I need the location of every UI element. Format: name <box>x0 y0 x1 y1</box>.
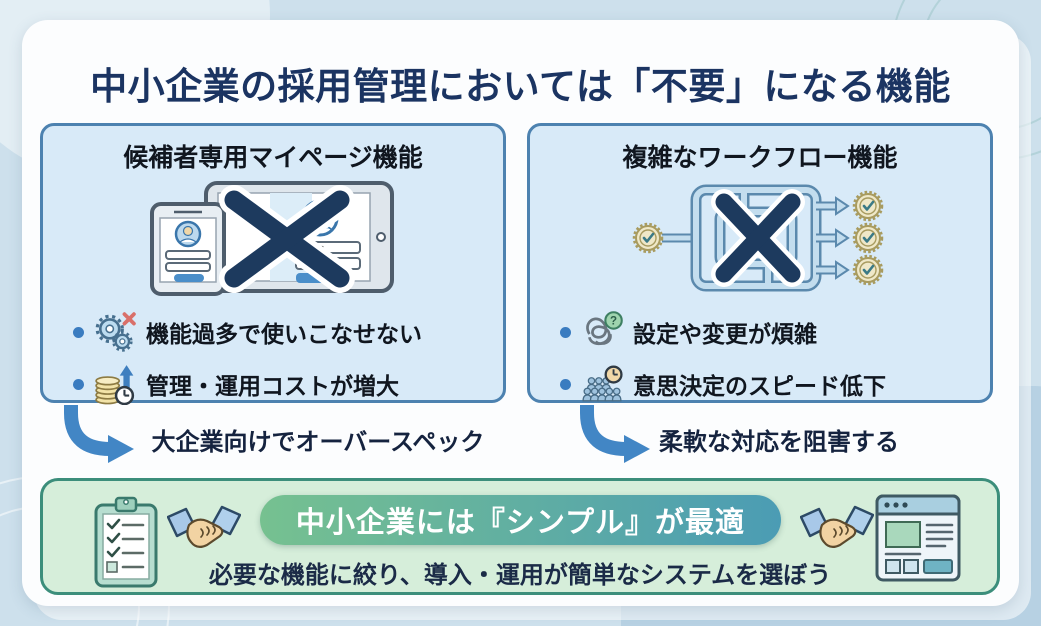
bullet-text: 管理・運用コストが増大 <box>146 373 399 399</box>
bullet-text: 機能過多で使いこなせない <box>146 321 422 347</box>
summary-banner: 中小企業には『シンプル』が最適 <box>40 478 1000 595</box>
gears-x-icon <box>95 312 136 352</box>
bullet-dot <box>73 326 84 338</box>
curved-arrow-icon <box>580 405 650 463</box>
workflow-maze-crossed-out-svg <box>632 184 884 292</box>
conclusion-text: 柔軟な対応を阻害する <box>659 429 899 456</box>
headline-pill: 中小企業には『シンプル』が最適 <box>260 495 781 545</box>
bullet-dot <box>560 326 571 338</box>
bullet-list: 機能過多で使いこなせない <box>73 306 503 410</box>
card-candidate-mypage: 候補者専用マイページ機能 <box>40 123 506 405</box>
tangled-knot-question-icon: ? <box>586 311 623 346</box>
bullet-text: 設定や変更が煩雑 <box>633 321 817 347</box>
curved-arrow-icon <box>64 405 134 463</box>
browser-window-icon <box>875 494 961 582</box>
devices-crossed-out-svg <box>150 181 394 296</box>
workflow-maze-crossed-out-icon <box>530 180 990 298</box>
conclusion-text: 大企業向けでオーバースペック <box>151 429 485 456</box>
bullet-list: ? 設定や変更が煩雑 <box>560 306 990 410</box>
crowd-clock-icon <box>582 365 623 402</box>
bullet-dot <box>560 378 571 390</box>
bullet-item: 管理・運用コストが増大 <box>73 358 503 410</box>
bullet-item: ? 設定や変更が煩雑 <box>560 306 990 358</box>
bullet-text: 意思決定のスピード低下 <box>633 373 886 399</box>
bullet-dot <box>73 378 84 390</box>
card-complex-workflow: 複雑なワークフロー機能 <box>527 123 993 403</box>
svg-text:?: ? <box>610 316 617 328</box>
bullet-item: 意思決定のスピード低下 <box>560 358 990 410</box>
coins-clock-icon <box>95 365 135 405</box>
bullet-item: 機能過多で使いこなせない <box>73 306 503 358</box>
card-header: 複雑なワークフロー機能 <box>622 144 898 172</box>
handshake-icon <box>167 505 241 549</box>
card-header: 候補者専用マイページ機能 <box>123 144 423 172</box>
devices-crossed-out-icon <box>43 180 503 298</box>
banner-subtext: 必要な機能に絞り、導入・運用が簡単なシステムを選ぼう <box>208 562 832 589</box>
clipboard-checklist-icon <box>94 496 158 588</box>
main-panel: 中小企業の採用管理においては「不要」になる機能 候補者専用マイページ機能 <box>22 20 1019 606</box>
handshake-icon <box>800 505 874 549</box>
headline-text: 中小企業には『シンプル』が最適 <box>295 507 746 539</box>
page-title: 中小企業の採用管理においては「不要」になる機能 <box>90 66 951 107</box>
